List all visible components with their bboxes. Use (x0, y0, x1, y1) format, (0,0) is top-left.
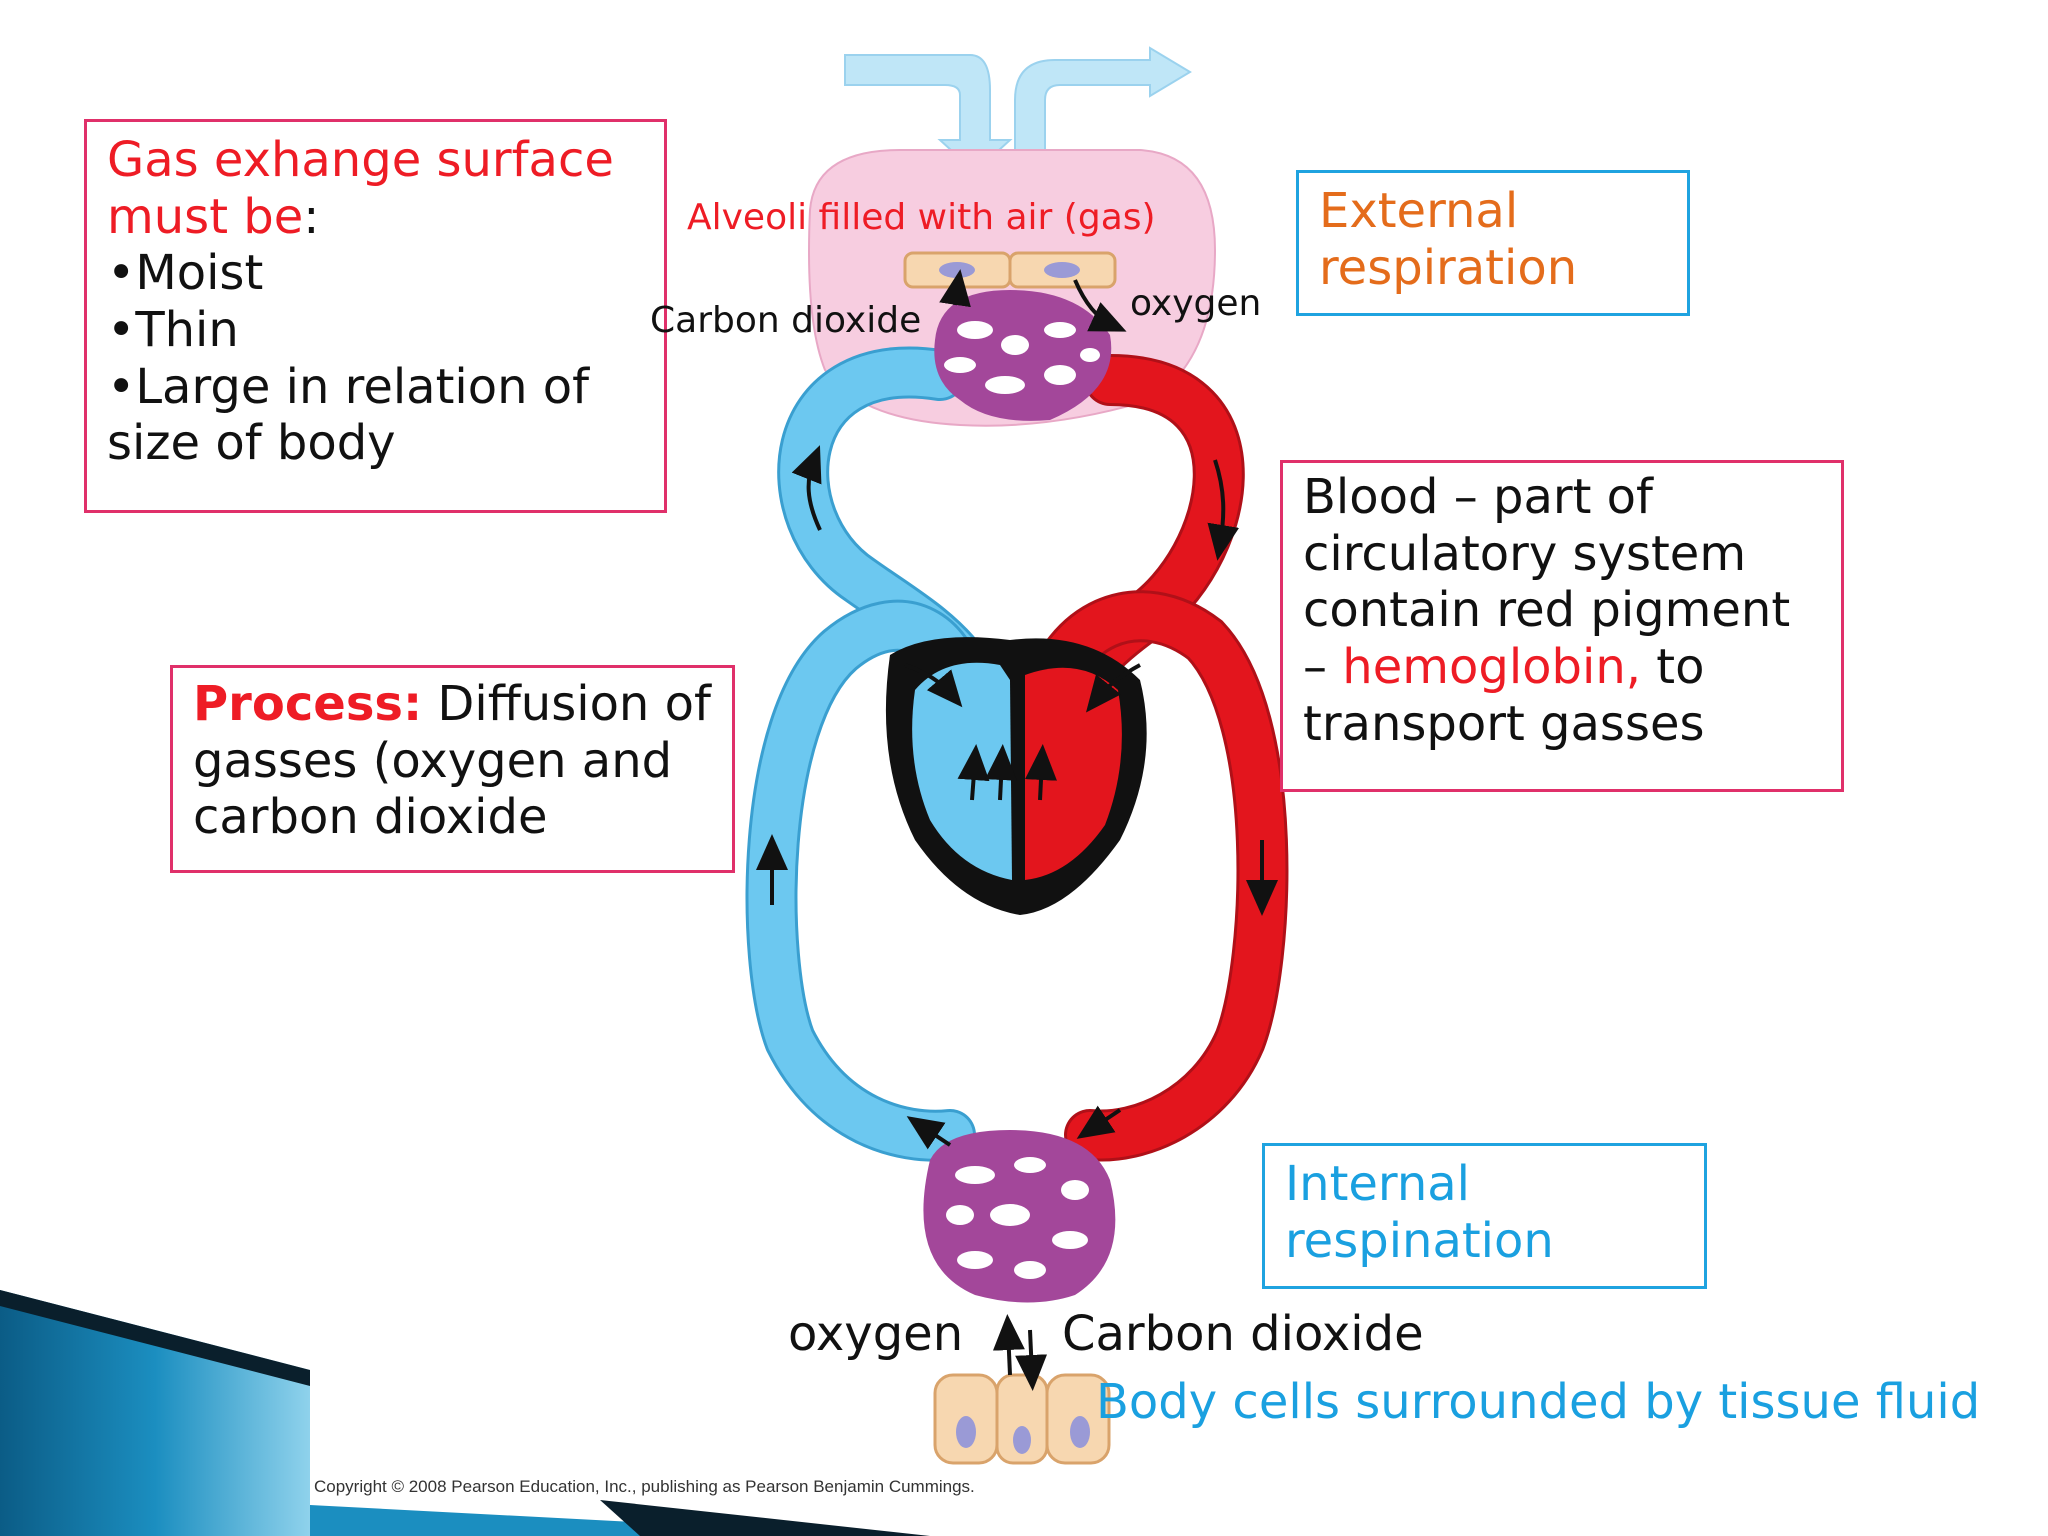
process-line2: gasses (oxygen and (193, 732, 673, 789)
gas-box-item-moist: •Moist (107, 245, 264, 302)
blood-line4-suffix: to (1641, 638, 1705, 695)
gas-box-item-large: •Large in relation of size of body (107, 358, 590, 472)
copyright-text: Copyright © 2008 Pearson Education, Inc.… (314, 1477, 975, 1496)
blood-line5: transport gasses (1303, 695, 1705, 752)
blood-line2: circulatory system (1303, 525, 1747, 582)
lung-capillary-bed (934, 290, 1112, 421)
alveoli-label: Alveoli filled with air (gas) (687, 197, 1156, 238)
gas-box-colon: : (303, 188, 320, 245)
gas-box-item-thin: •Thin (107, 301, 239, 358)
blood-info-box: Blood – part of circulatory system conta… (1280, 460, 1844, 792)
alveolar-cells (903, 251, 1117, 289)
process-box: Process: Diffusion of gasses (oxygen and… (170, 665, 735, 873)
gas-box-title: Gas exhange surface must be: (107, 132, 644, 245)
tissue-capillary-bed (923, 1130, 1116, 1303)
hemoglobin-text: hemoglobin, (1342, 638, 1641, 695)
internal-line1: Internal (1285, 1156, 1470, 1212)
external-line1: External (1319, 183, 1519, 239)
blood-line3: contain red pigment (1303, 582, 1791, 639)
bottom-carbon-dioxide-label: Carbon dioxide (1062, 1306, 1424, 1362)
gas-exchange-requirements-box: Gas exhange surface must be: •Moist •Thi… (84, 119, 667, 513)
external-respiration-box: External respiration (1296, 170, 1690, 316)
process-line3: carbon dioxide (193, 789, 548, 846)
process-line1: Process: Diffusion of (193, 676, 712, 733)
heart (885, 637, 1147, 915)
blood-line4: – hemoglobin, to (1303, 639, 1821, 696)
external-line2: respiration (1319, 239, 1578, 296)
top-oxygen-label: oxygen (1130, 283, 1262, 324)
body-cells-label: Body cells surrounded by tissue fluid (1096, 1374, 1981, 1430)
process-line1-text: Diffusion of (422, 676, 711, 732)
body-cells (933, 1373, 1111, 1465)
flow-arrows (756, 269, 1278, 1391)
process-heading: Process: (193, 676, 423, 732)
internal-line2: respination (1285, 1212, 1554, 1269)
blood-line1: Blood – part of (1303, 469, 1653, 525)
blood-line4-prefix: – (1303, 638, 1343, 695)
slide-decoration (0, 1290, 930, 1536)
gas-box-title-line2: must be (107, 188, 304, 245)
top-carbon-dioxide-label: Carbon dioxide (650, 300, 922, 341)
internal-respiration-box: Internal respination (1262, 1143, 1707, 1289)
gas-box-title-line1: Gas exhange surface (107, 132, 614, 188)
bottom-oxygen-label: oxygen (788, 1306, 964, 1362)
